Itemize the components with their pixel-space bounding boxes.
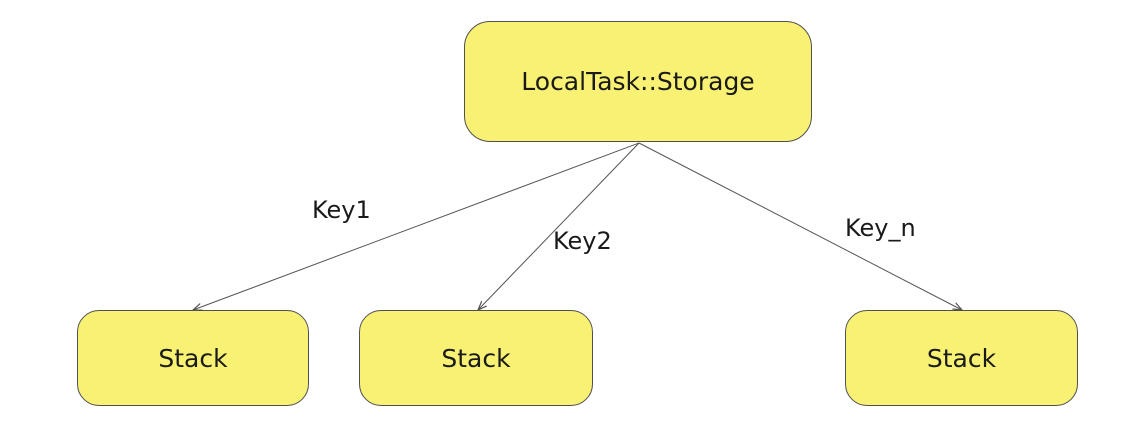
edge-key-n-arrow bbox=[638, 142, 962, 310]
storage-node-label: LocalTask::Storage bbox=[521, 67, 755, 96]
edge-key2-arrow bbox=[478, 142, 640, 310]
stack-node-2-label: Stack bbox=[441, 343, 511, 373]
stack-node-3: Stack bbox=[845, 310, 1078, 406]
stack-node-2: Stack bbox=[359, 310, 593, 406]
storage-node: LocalTask::Storage bbox=[464, 21, 812, 142]
edge-label-key1: Key1 bbox=[312, 196, 371, 224]
edge-label-key-n: Key_n bbox=[845, 214, 916, 242]
edge-label-key2: Key2 bbox=[553, 227, 612, 255]
stack-node-1: Stack bbox=[77, 310, 309, 406]
stack-node-3-label: Stack bbox=[926, 343, 997, 373]
edge-key1-arrow bbox=[193, 142, 640, 310]
stack-node-1-label: Stack bbox=[158, 343, 228, 373]
